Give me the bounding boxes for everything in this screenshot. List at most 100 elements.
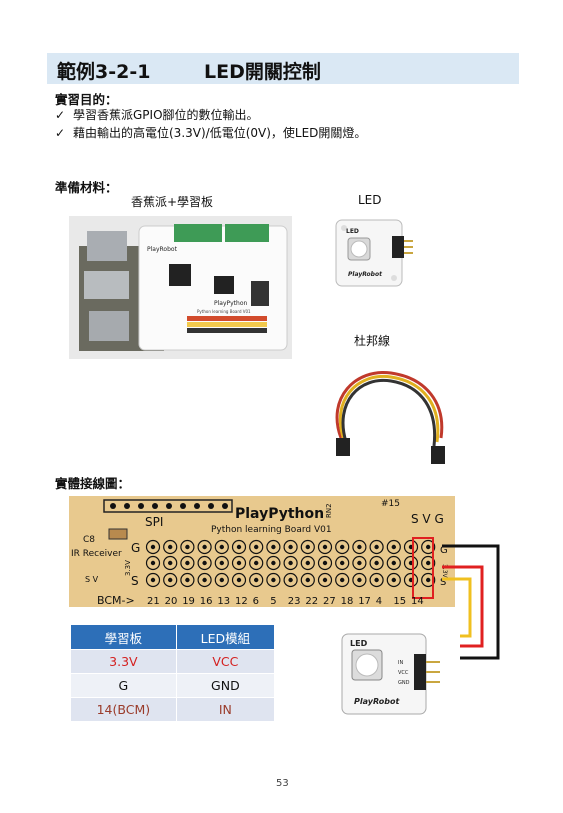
bcm-number: 4 — [376, 596, 382, 607]
row-label-s: S — [131, 574, 139, 588]
board-pin-hole — [288, 560, 293, 566]
bcm-number: 22 — [305, 596, 318, 607]
table-cell: VCC — [175, 649, 276, 674]
board-pin-hole — [254, 577, 259, 583]
board-pin — [386, 555, 401, 571]
right-label-v: 3.3V — [441, 564, 448, 579]
table-cell: 14(BCM) — [70, 697, 177, 722]
board-pin-hole — [426, 544, 431, 550]
board-pin-hole — [168, 544, 173, 550]
board-pin — [283, 539, 298, 555]
board-pin — [335, 539, 350, 555]
board-pin-hole — [185, 544, 190, 550]
board-pin — [352, 555, 367, 571]
board-pin-hole — [271, 560, 276, 566]
header-pin — [222, 503, 228, 509]
board-pin-hole — [374, 560, 379, 566]
board-pin — [421, 572, 436, 588]
bcm-number: 23 — [288, 596, 301, 607]
materials-heading: 準備材料： — [55, 180, 118, 195]
board-pin — [421, 539, 436, 555]
board-pin — [163, 555, 178, 571]
board-pin-hole — [236, 560, 242, 566]
led-pin-in: IN — [398, 660, 403, 666]
board-pin-hole — [185, 560, 190, 566]
pin-mapping-table: 學習板 LED模組 3.3V VCC G GND 14(BCM) IN — [70, 624, 276, 722]
wiring-led-module: LED IN VCC GND PlayRobot — [340, 632, 440, 716]
board-brand: PlayRobot — [147, 246, 178, 253]
wire-illustration — [335, 370, 445, 464]
table-row: 14(BCM) IN — [70, 697, 276, 722]
board-pin-hole — [391, 577, 396, 583]
wire-caption: 杜邦線 — [354, 334, 391, 348]
board-pin — [352, 572, 367, 588]
c8-label: C8 — [83, 535, 95, 545]
led-module-photo: LED PlayRobot — [334, 218, 414, 288]
header-pin — [124, 503, 130, 509]
board-pin-hole — [202, 544, 207, 550]
board-pin-hole — [357, 560, 362, 566]
wire-paths — [442, 544, 500, 660]
board-pin — [197, 539, 212, 555]
board-pin-hole — [340, 577, 345, 583]
board-pin — [266, 572, 281, 588]
right-label-s: S — [440, 577, 446, 588]
board-pin — [283, 572, 298, 588]
board-pin-hole — [202, 577, 207, 583]
board-pin — [180, 572, 195, 588]
check-icon: ✓ — [55, 126, 66, 140]
board-pin-hole — [150, 560, 156, 566]
board-pin — [180, 539, 195, 555]
board-pin-hole — [340, 560, 345, 566]
board-pin-hole — [236, 577, 242, 583]
board-pin — [317, 539, 333, 555]
board-pin — [369, 555, 384, 571]
board-caption: 香蕉派+學習板 — [131, 195, 214, 209]
purpose-item-1: ✓學習香蕉派GPIO腳位的數位輸出。 — [55, 106, 259, 123]
board-pin-hole — [391, 544, 396, 550]
board-pin — [386, 572, 401, 588]
board-pin — [214, 555, 229, 571]
table-row: 3.3V VCC — [70, 649, 276, 674]
board-pin-hole — [426, 577, 431, 583]
ir-label: IR Receiver — [71, 549, 122, 559]
purpose-text-1: 學習香蕉派GPIO腳位的數位輸出。 — [73, 108, 259, 122]
board-pin — [231, 539, 247, 555]
table-cell: IN — [175, 697, 276, 722]
board-pin-hole — [391, 560, 396, 566]
bcm-number: 20 — [165, 596, 178, 607]
board-pin — [386, 539, 401, 555]
board-pin-hole — [168, 577, 173, 583]
purpose-item-2: ✓藉由輸出的高電位(3.3V)/低電位(0V)，使LED開關燈。 — [55, 124, 366, 141]
led-module-label: LED — [346, 228, 359, 235]
board-pin — [266, 555, 281, 571]
row-label-g: G — [131, 541, 140, 555]
board-pin — [231, 572, 247, 588]
board-pin — [352, 539, 367, 555]
board-pin — [266, 539, 281, 555]
header-pin — [110, 503, 116, 509]
board-pin-hole — [374, 577, 379, 583]
board-subtitle: Python learning Board V01 — [197, 309, 251, 314]
board-pin-diagram: C8 SPI IR Receiver RN2 #15 S V G PlayPyt… — [71, 499, 448, 607]
wiring-board: C8 SPI IR Receiver RN2 #15 S V G PlayPyt… — [69, 496, 455, 607]
board-pin — [145, 572, 161, 588]
board-pin — [197, 572, 212, 588]
board-pin — [163, 572, 178, 588]
board-pin-hole — [357, 544, 362, 550]
board-pin-hole — [305, 577, 310, 583]
board-pin — [300, 555, 315, 571]
bcm-number: 27 — [323, 596, 336, 607]
table-cell: 3.3V — [70, 649, 177, 674]
board-pin — [180, 555, 195, 571]
board-pin-hole — [305, 544, 310, 550]
table-header-row: 學習板 LED模組 — [70, 624, 276, 650]
example-title: LED開關控制 — [204, 61, 321, 83]
led-module-brand: PlayRobot — [348, 271, 383, 278]
spi-label: SPI — [145, 515, 163, 529]
board-pin-hole — [305, 560, 310, 566]
bcm-number: 14 — [411, 596, 424, 607]
board-illustration: PlayRobot PlayPython Python learning Boa… — [69, 216, 292, 359]
board-pin — [145, 555, 161, 571]
board-pin-hole — [322, 560, 328, 566]
